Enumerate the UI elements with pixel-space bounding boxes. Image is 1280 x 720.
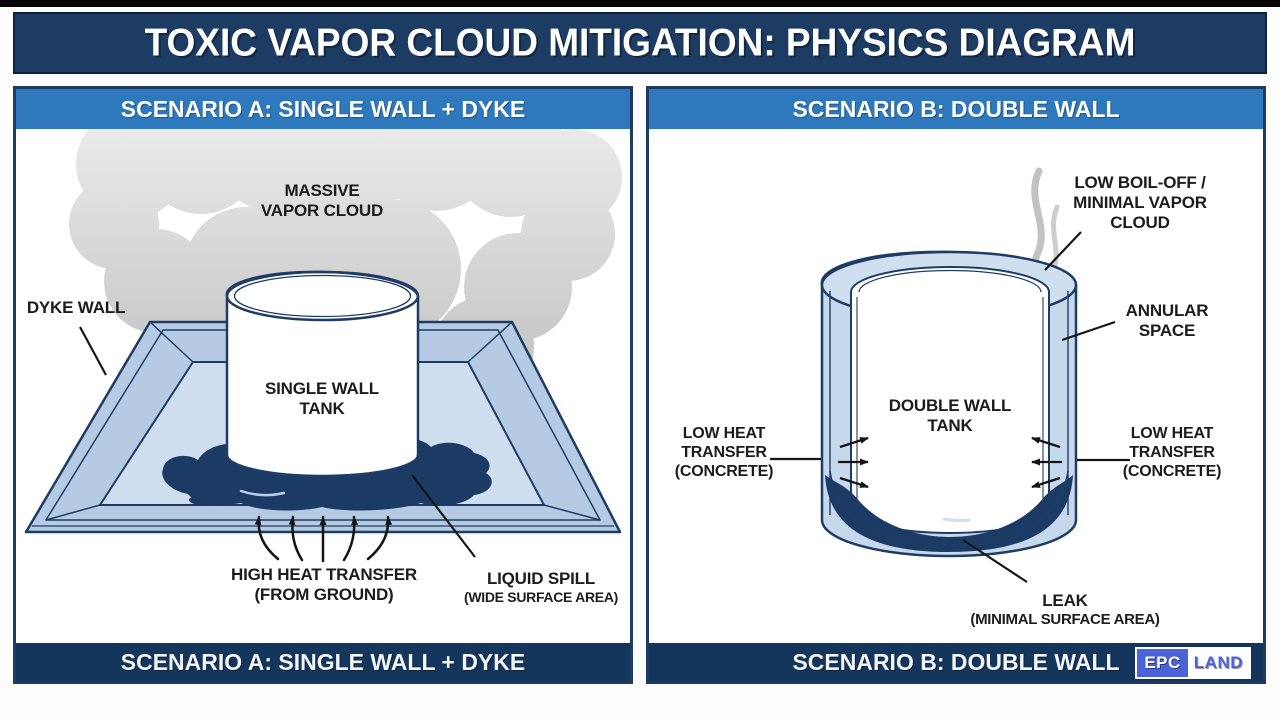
top-black-strip [0,0,1280,7]
logo-land: LAND [1187,649,1249,677]
label-liquid-spill: LIQUID SPILL (WIDE SURFACE AREA) [431,549,630,626]
label-low-heat-right: LOW HEAT TRANSFER (CONCRETE) [1122,425,1222,480]
panel-a-footer: SCENARIO A: SINGLE WALL + DYKE [16,643,630,681]
panel-a-header-text: SCENARIO A: SINGLE WALL + DYKE [120,95,526,122]
panel-b-footer-text: SCENARIO B: DOUBLE WALL [792,648,1120,675]
panel-scenario-a: SCENARIO A: SINGLE WALL + DYKE [13,86,633,684]
panel-b-header-text: SCENARIO B: DOUBLE WALL [792,95,1120,122]
panel-b-header: SCENARIO B: DOUBLE WALL [649,89,1263,129]
label-leak-line2: (MINIMAL SURFACE AREA) [970,611,1160,629]
label-leak: LEAK (MINIMAL SURFACE AREA) [945,571,1185,645]
single-wall-tank-shape [225,270,420,478]
panel-a-header: SCENARIO A: SINGLE WALL + DYKE [16,89,630,129]
label-annular-space: ANNULAR SPACE [1125,301,1209,341]
label-liquid-spill-line2: (WIDE SURFACE AREA) [463,589,618,606]
label-single-wall-tank: SINGLE WALL TANK [265,379,379,419]
low-heat-arrows [838,436,1062,489]
leak-shape [825,475,1073,552]
panel-a-footer-text: SCENARIO A: SINGLE WALL + DYKE [120,648,526,675]
label-massive-vapor-cloud: MASSIVE VAPOR CLOUD [260,181,384,221]
panel-b-content: LOW BOIL-OFF / MINIMAL VAPOR CLOUD ANNUL… [649,129,1263,645]
label-low-boil-off: LOW BOIL-OFF / MINIMAL VAPOR CLOUD [1073,173,1207,233]
panel-a-content: MASSIVE VAPOR CLOUD DYKE WALL SINGLE WAL… [16,129,630,645]
label-low-heat-left: LOW HEAT TRANSFER (CONCRETE) [674,425,774,480]
label-dyke-wall: DYKE WALL [26,298,126,317]
title-bar: TOXIC VAPOR CLOUD MITIGATION: PHYSICS DI… [13,12,1267,74]
panel-scenario-b: SCENARIO B: DOUBLE WALL [646,86,1266,684]
leader-lines [79,326,476,558]
panel-b-footer: SCENARIO B: DOUBLE WALL EPC LAND [649,643,1263,681]
double-wall-tank-shape [820,250,1078,558]
logo-epc: EPC [1137,649,1188,677]
label-high-heat-transfer: HIGH HEAT TRANSFER (FROM GROUND) [231,565,417,605]
leader-lines [770,231,1130,583]
scenario-b-diagram [770,167,1130,583]
label-liquid-spill-line1: LIQUID SPILL [486,569,596,589]
label-leak-line1: LEAK [1042,591,1088,611]
page-title: TOXIC VAPOR CLOUD MITIGATION: PHYSICS DI… [144,20,1136,64]
label-double-wall-tank: DOUBLE WALL TANK [888,396,1012,436]
scenario-a-diagram [24,129,622,563]
heat-arrows [254,515,393,563]
epc-land-logo: EPC LAND [1135,647,1251,679]
